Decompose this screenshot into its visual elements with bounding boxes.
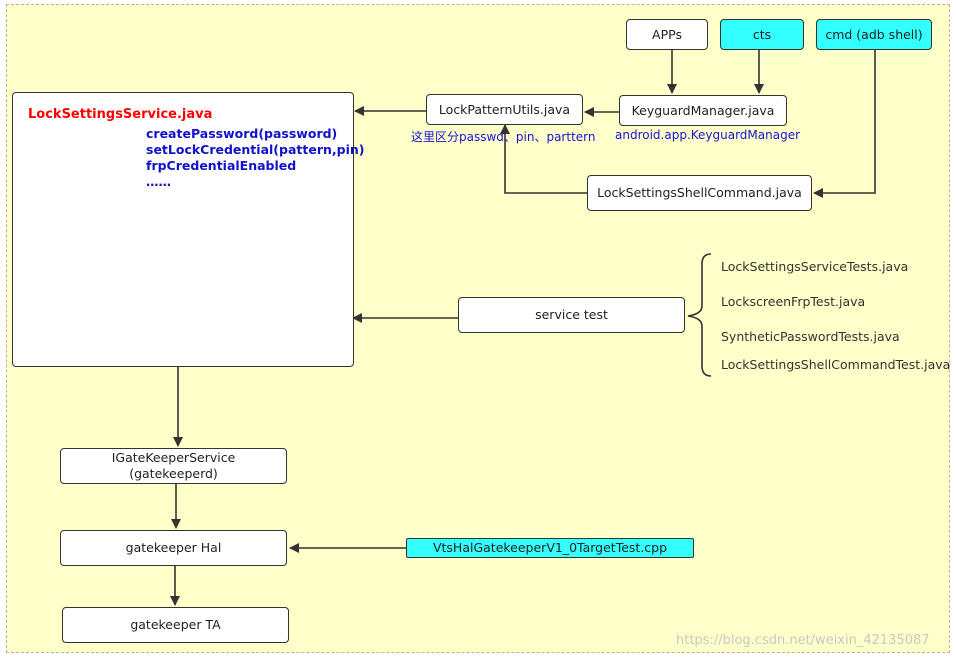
- lock-settings-service-title: LockSettingsService.java: [28, 107, 213, 122]
- lock-settings-service-box: [12, 92, 354, 367]
- service-test-label: service test: [535, 307, 608, 322]
- gatekeeper-hal-label: gatekeeper Hal: [125, 540, 222, 555]
- cmd-label: cmd (adb shell): [825, 26, 923, 42]
- test-synthetic-password: SyntheticPasswordTests.java: [721, 329, 900, 344]
- cts-box: cts: [720, 19, 804, 50]
- keyguard-manager-box: KeyguardManager.java: [619, 95, 787, 126]
- lock-pattern-utils-label: LockPatternUtils.java: [438, 101, 571, 117]
- method-create-password: createPassword(password): [146, 126, 338, 141]
- gatekeeper-ta-label: gatekeeper TA: [130, 617, 221, 632]
- test-lock-settings-service: LockSettingsServiceTests.java: [721, 259, 909, 274]
- service-test-box: service test: [458, 297, 685, 333]
- arrow-shell-command-to-pattern-utils: [500, 124, 587, 194]
- cts-label: cts: [752, 26, 772, 42]
- watermark: https://blog.csdn.net/weixin_42135087: [676, 633, 930, 648]
- apps-label: APPs: [652, 26, 682, 42]
- gatekeeper-ta-box: gatekeeper TA: [62, 607, 289, 643]
- lock-settings-shell-command-box: LockSettingsShellCommand.java: [587, 175, 812, 211]
- gatekeeper-hal-box: gatekeeper Hal: [60, 530, 287, 566]
- igatekeeper-service-box: IGateKeeperService (gatekeeperd): [60, 448, 287, 484]
- igatekeeper-service-label: IGateKeeperService: [111, 450, 236, 465]
- pattern-utils-note: 这里区分passwd、pin、parttern: [411, 130, 596, 144]
- tests-brace: [687, 253, 712, 377]
- test-lockscreen-frp: LockscreenFrpTest.java: [721, 294, 866, 309]
- test-lock-settings-shell-command: LockSettingsShellCommandTest.java: [721, 357, 951, 372]
- vts-test-label: VtsHalGatekeeperV1_0TargetTest.cpp: [432, 540, 668, 555]
- vts-test-box: VtsHalGatekeeperV1_0TargetTest.cpp: [406, 538, 694, 558]
- lock-settings-shell-command-label: LockSettingsShellCommand.java: [597, 185, 802, 200]
- method-ellipsis: ……: [146, 174, 171, 189]
- cmd-box: cmd (adb shell): [816, 19, 932, 50]
- method-frp-credential-enabled: frpCredentialEnabled: [146, 158, 297, 173]
- method-set-lock-credential: setLockCredential(pattern,pin): [146, 142, 365, 157]
- arrow-cmd-to-shell-command: [813, 50, 876, 198]
- gatekeeperd-label: (gatekeeperd): [129, 466, 218, 481]
- lock-pattern-utils-box: LockPatternUtils.java: [426, 94, 583, 125]
- keyguard-manager-label: KeyguardManager.java: [631, 102, 775, 118]
- keyguard-class-label: android.app.KeyguardManager: [615, 128, 801, 142]
- apps-box: APPs: [626, 19, 708, 50]
